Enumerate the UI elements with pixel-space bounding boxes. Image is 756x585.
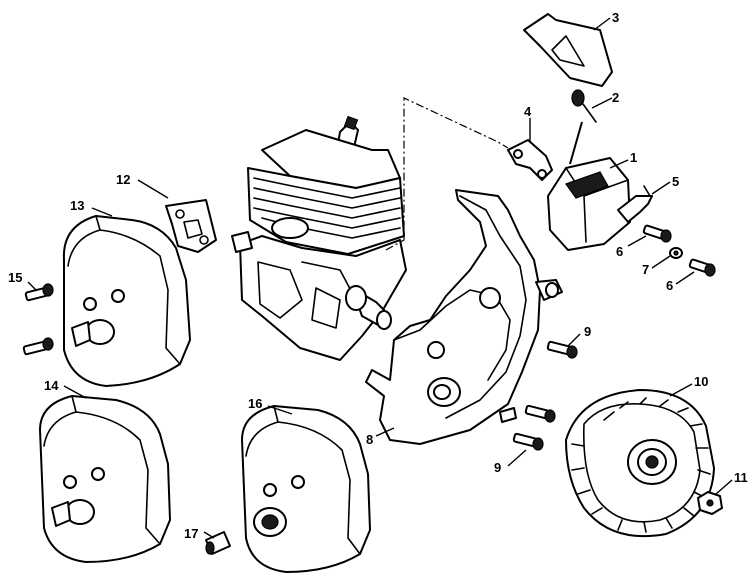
- part-1-ignition-module: [547, 121, 631, 251]
- callout-12: 12: [116, 172, 130, 187]
- callout-16: 16: [248, 396, 262, 411]
- part-6-screw-lower: [688, 258, 716, 277]
- part-4-bracket: [507, 139, 553, 181]
- part-7-washer: [669, 247, 683, 259]
- callout-1: 1: [630, 150, 637, 165]
- part-9-screw-upper: [546, 340, 578, 359]
- callout-9-lower: 9: [494, 460, 501, 475]
- callout-5: 5: [672, 174, 679, 189]
- callout-17: 17: [184, 526, 198, 541]
- part-9-screw-middle: [524, 404, 556, 423]
- callout-9-upper: 9: [584, 324, 591, 339]
- callout-7: 7: [642, 262, 649, 277]
- callout-8: 8: [366, 432, 373, 447]
- callout-labels: 3 2 4 1 5 6 7 6 9 10 11 9 8 12 13 15 14 …: [8, 10, 748, 541]
- part-2-spring: [571, 89, 597, 123]
- engine-cylinder-assembly: [231, 115, 407, 361]
- part-14-muffler-lower-left: [39, 395, 171, 563]
- part-8-fan-housing: [365, 189, 563, 445]
- part-13-muffler-upper: [62, 215, 191, 387]
- callout-15: 15: [8, 270, 22, 285]
- callout-13: 13: [70, 198, 84, 213]
- alignment-line: [385, 97, 509, 251]
- part-15-screw-lower: [22, 337, 54, 356]
- part-15-screw-upper: [24, 283, 54, 302]
- part-11-nut: [697, 491, 723, 515]
- callout-10: 10: [694, 374, 708, 389]
- callout-14: 14: [44, 378, 59, 393]
- part-10-flywheel: [565, 389, 715, 538]
- part-5-terminal: [617, 185, 653, 223]
- callout-3: 3: [612, 10, 619, 25]
- callout-6-upper: 6: [616, 244, 623, 259]
- callout-2: 2: [612, 90, 619, 105]
- callout-4: 4: [524, 104, 532, 119]
- part-16-muffler-lower-middle: [241, 405, 371, 573]
- callout-6-lower: 6: [666, 278, 673, 293]
- callout-11: 11: [734, 470, 748, 485]
- part-3-shroud-clip: [523, 13, 613, 87]
- leader-lines: [27, 17, 733, 539]
- part-12-gasket: [165, 199, 217, 253]
- part-6-screw-upper: [642, 224, 672, 243]
- part-9-screw-lower: [512, 432, 544, 451]
